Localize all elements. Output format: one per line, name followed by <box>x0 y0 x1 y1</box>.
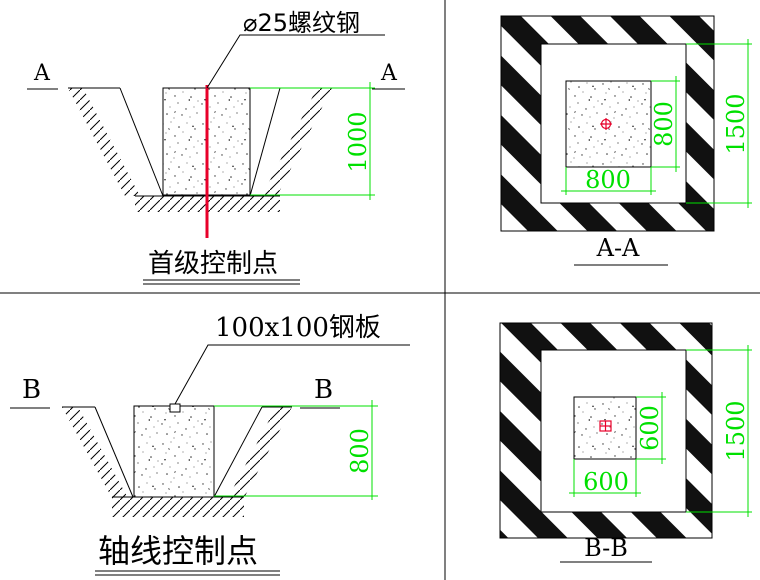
svg-text:A: A <box>380 61 398 86</box>
control-marker <box>600 118 612 130</box>
section-mark-left: A <box>27 61 58 90</box>
rebar-leader <box>206 34 385 89</box>
concrete-block <box>133 405 215 498</box>
dimensions <box>569 345 752 517</box>
dimensions <box>561 39 752 208</box>
section-mark-right: A <box>372 61 405 90</box>
plate-callout: 100x100钢板 <box>215 313 381 343</box>
section-mark-left: B <box>10 375 50 409</box>
control-marker <box>599 420 612 432</box>
inner-width-label: 600 <box>583 468 629 496</box>
svg-text:B: B <box>22 375 41 405</box>
outer-height-label: 1500 <box>722 400 750 461</box>
soil-slope-left <box>68 87 164 197</box>
soil-slope-left <box>62 406 134 498</box>
plate-leader <box>174 344 410 405</box>
section-a-detail: ⌀25螺纹钢 A A 1000 首级控制点 <box>27 9 405 285</box>
depth-dimension <box>250 82 375 200</box>
soil-slope-right <box>249 87 332 197</box>
svg-text:A: A <box>33 61 51 86</box>
plan-a: 800 800 1500 A-A <box>500 15 752 266</box>
section-label: B-B <box>584 534 628 562</box>
pit-bottom <box>112 496 244 517</box>
caption: 首级控制点 <box>148 249 278 279</box>
section-b-detail: 100x100钢板 B B 800 轴线控制点 <box>10 313 410 576</box>
plan-b: 600 600 1500 B-B <box>499 322 752 563</box>
depth-dimension <box>214 400 378 500</box>
section-label: A-A <box>596 234 640 262</box>
caption: 轴线控制点 <box>98 532 258 570</box>
svg-text:B: B <box>314 375 333 405</box>
inner-width-label: 800 <box>585 166 631 194</box>
section-mark-right: B <box>300 375 340 409</box>
rebar-callout: ⌀25螺纹钢 <box>243 9 360 37</box>
depth-dimension-label: 800 <box>346 428 374 474</box>
soil-slope-right <box>213 406 292 498</box>
inner-height-label: 800 <box>650 101 678 147</box>
outer-height-label: 1500 <box>722 93 750 154</box>
steel-plate <box>169 403 181 413</box>
depth-dimension-label: 1000 <box>344 111 372 172</box>
inner-height-label: 600 <box>636 405 664 451</box>
